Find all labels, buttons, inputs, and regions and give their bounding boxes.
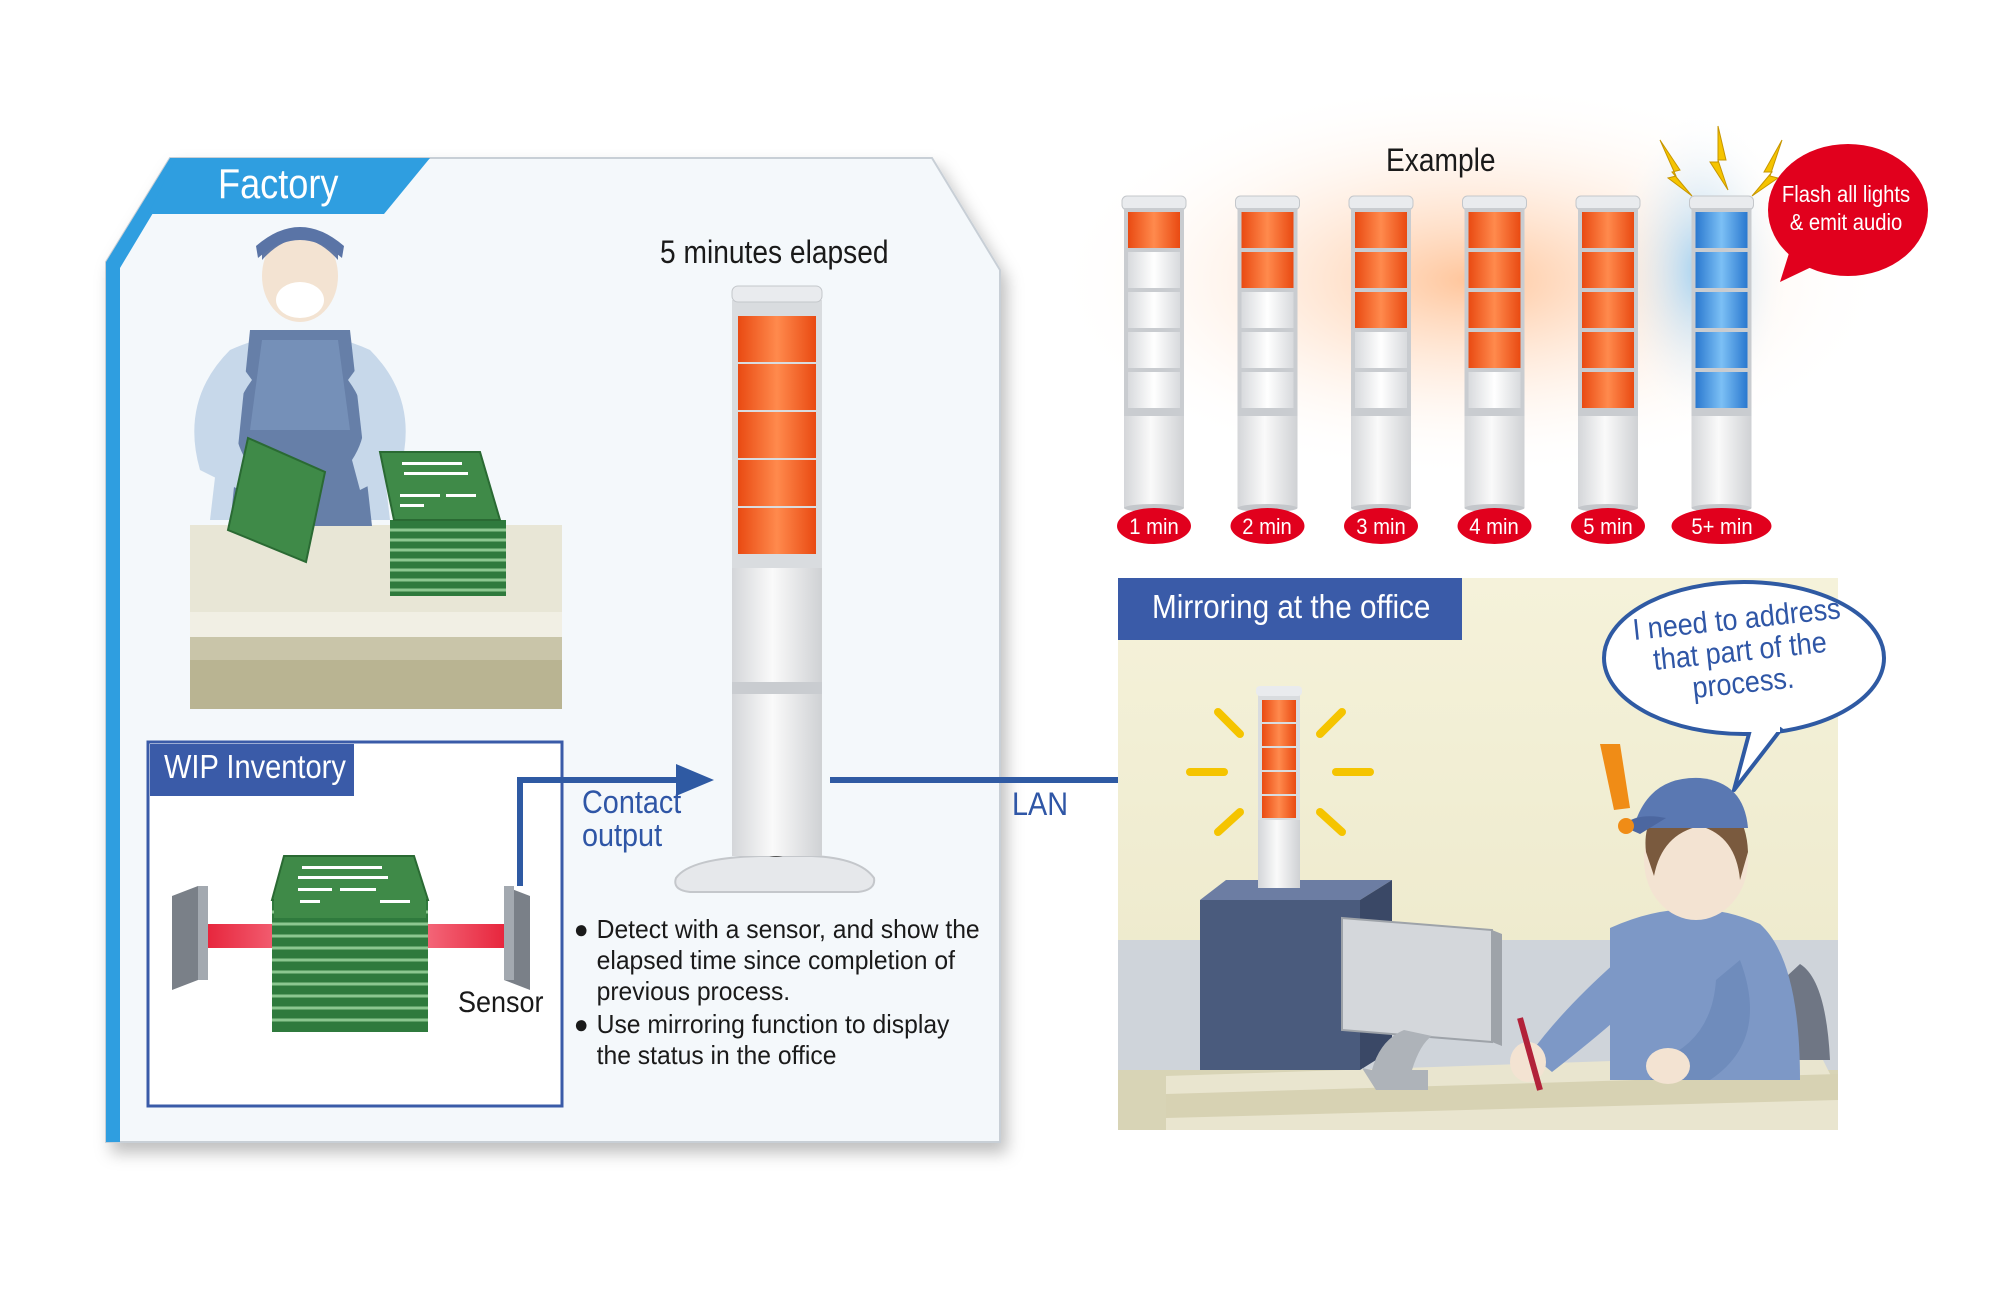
lightning-icon [1659,125,1783,197]
example-tower [1457,195,1532,544]
wip-inventory-box [146,740,564,1108]
tower-tier-lit [1582,332,1634,368]
tower-tier-off [1241,292,1294,328]
tower-tier-off [1128,252,1180,288]
time-badge-label: 3 min [1356,514,1406,539]
tower-tier-lit [1355,252,1407,288]
tower-cap [1348,195,1414,211]
time-badge-label: 2 min [1242,514,1292,539]
time-badge-label: 5+ min [1691,514,1753,539]
tower-tier-lit [1695,252,1748,288]
tower-tier-off [1241,332,1294,368]
tower-tier-lit [1582,212,1634,248]
time-badge-label: 1 min [1129,514,1179,539]
bullet-dot: ● [573,914,589,944]
time-badge [1230,508,1305,544]
bullet-text: Detect with a sensor, and show the elaps… [596,914,980,1006]
tower-body [1237,416,1298,508]
mirroring-title: Mirroring at the office [1152,588,1431,625]
tower-tier-lit [1241,212,1294,248]
elapsed-label: 5 minutes elapsed [660,234,889,270]
bullet-item: ●Use mirroring function to display the s… [570,1009,988,1071]
factory-worker-illustration [190,227,562,709]
time-badge [1571,508,1645,544]
tower-cap [1121,195,1187,211]
tower-tier-lit [1468,332,1521,368]
example-tower [1230,195,1305,544]
example-tower [1344,195,1418,544]
tower-tier-lit [1355,212,1407,248]
tower-cap [1689,195,1754,211]
tower-cap [1235,195,1300,211]
mirror-title-tab [1118,578,1462,640]
time-badge [1344,508,1418,544]
contact-output-label: Contact output [582,784,682,853]
factory-title: Factory [218,160,339,207]
time-badge-label: 4 min [1469,514,1519,539]
tower-tier-off [1128,292,1180,328]
wip-title-tab [150,744,354,796]
time-badge [1457,508,1532,544]
example-tower [1117,195,1191,544]
tower-cap [1575,195,1641,211]
tower-body [1578,416,1638,508]
tower-tier-lit [1468,292,1521,328]
tower-body [1691,416,1752,508]
flash-callout [1768,144,1928,282]
tower-tier-lit [1128,212,1180,248]
tower-tier-off [1241,372,1294,408]
tower-tier-lit [1241,252,1294,288]
flash-note: Flash all lights & emit audio [1781,181,1911,235]
factory-title-tab [148,158,430,214]
tower-tier-off [1128,372,1180,408]
sensor-label: Sensor [458,986,544,1019]
bullet-item: ●Detect with a sensor, and show the elap… [570,914,988,1007]
tower-tier-lit [1582,372,1634,408]
example-tower [1571,195,1645,544]
tower-tier-lit [1695,332,1748,368]
tower-tier-lit [1468,212,1521,248]
time-badge-label: 5 min [1583,514,1633,539]
time-badge [1671,508,1772,544]
bullet-dot: ● [573,1009,589,1039]
tower-tier-lit [1468,252,1521,288]
lan-label: LAN [1012,786,1069,822]
tower-tier-off [1355,332,1407,368]
time-badge [1117,508,1191,544]
tower-body [1464,416,1525,508]
tower-tier-lit [1695,292,1748,328]
example-title: Example [1386,142,1496,178]
tower-tier-lit [1695,212,1748,248]
tower-tier-off [1355,372,1407,408]
signal-tower-main [674,285,876,893]
contact-output-arrow [517,764,714,886]
tower-tier-lit [1582,252,1634,288]
tower-tier-lit [1695,372,1748,408]
speech-bubble [1602,580,1886,792]
feature-bullets: ●Detect with a sensor, and show the elap… [570,914,988,1073]
example-tower [1671,195,1772,544]
tower-tier-lit [1355,292,1407,328]
tower-cap [1462,195,1527,211]
office-scene [1118,578,1838,1130]
tower-tier-off [1468,372,1521,408]
tower-body [1124,416,1184,508]
bullet-text: Use mirroring function to display the st… [596,1009,950,1070]
tower-body [1351,416,1411,508]
wip-inventory-title: WIP Inventory [164,748,346,785]
example-towers [1117,195,1772,544]
tower-tier-lit [1582,292,1634,328]
tower-tier-off [1128,332,1180,368]
